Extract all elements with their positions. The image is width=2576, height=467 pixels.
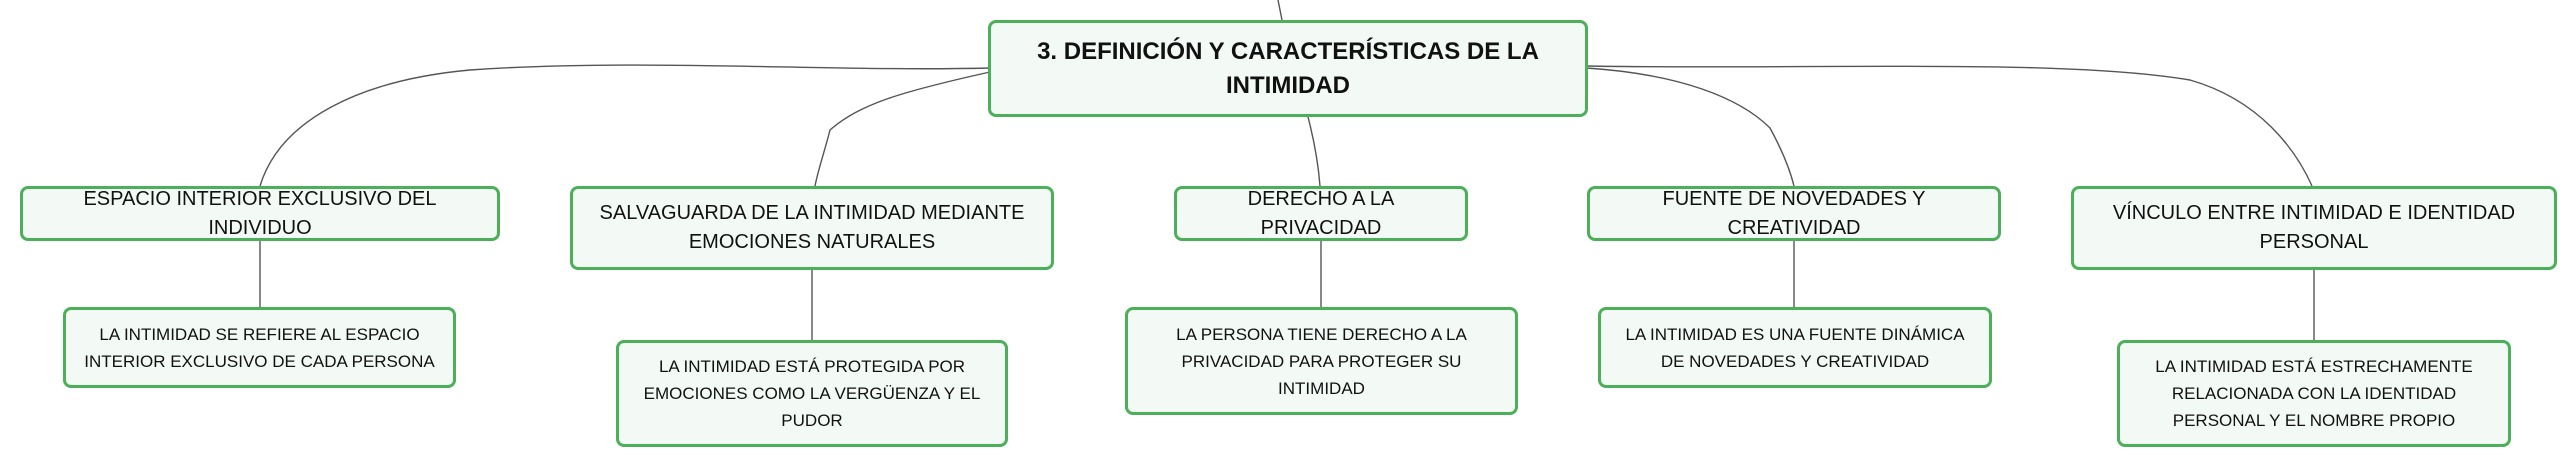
subtopic-text: LA INTIMIDAD ESTÁ PROTEGIDA POR EMOCIONE…	[643, 357, 981, 430]
root-topic-title: 3. DEFINICIÓN Y CARACTERÍSTICAS DE LA IN…	[1037, 37, 1539, 99]
topic-label: VÍNCULO ENTRE INTIMIDAD E IDENTIDAD PERS…	[2112, 202, 2516, 253]
topic-salvaguarda-intimidad[interactable]: SALVAGUARDA DE LA INTIMIDAD MEDIANTE EMO…	[570, 186, 1054, 270]
subtopic-text: LA INTIMIDAD SE REFIERE AL ESPACIO INTER…	[84, 324, 435, 371]
subtopic-derecho-privacidad[interactable]: LA PERSONA TIENE DERECHO A LA PRIVACIDAD…	[1125, 307, 1518, 415]
topic-label: SALVAGUARDA DE LA INTIMIDAD MEDIANTE EMO…	[599, 202, 1025, 253]
connector-root-branch-1	[259, 64, 991, 187]
subtopic-vinculo-identidad[interactable]: LA INTIMIDAD ESTÁ ESTRECHAMENTE RELACION…	[2117, 340, 2511, 447]
topic-fuente-novedades[interactable]: FUENTE DE NOVEDADES Y CREATIVIDAD	[1587, 186, 2001, 241]
topic-label: ESPACIO INTERIOR EXCLUSIVO DEL INDIVIDUO	[83, 187, 437, 239]
connector-root-branch-3	[1307, 116, 1321, 187]
subtopic-fuente-novedades[interactable]: LA INTIMIDAD ES UNA FUENTE DINÁMICA DE N…	[1598, 307, 1992, 388]
topic-derecho-privacidad[interactable]: DERECHO A LA PRIVACIDAD	[1174, 186, 1468, 241]
root-topic[interactable]: 3. DEFINICIÓN Y CARACTERÍSTICAS DE LA IN…	[988, 20, 1588, 117]
topic-vinculo-identidad[interactable]: VÍNCULO ENTRE INTIMIDAD E IDENTIDAD PERS…	[2071, 186, 2557, 270]
connector-root-parent	[1277, 0, 1283, 21]
connector-root-branch-5	[1585, 65, 2313, 187]
topic-espacio-interior[interactable]: ESPACIO INTERIOR EXCLUSIVO DEL INDIVIDUO	[20, 186, 500, 241]
subtopic-espacio-interior[interactable]: LA INTIMIDAD SE REFIERE AL ESPACIO INTER…	[63, 307, 456, 388]
subtopic-text: LA INTIMIDAD ES UNA FUENTE DINÁMICA DE N…	[1625, 324, 1965, 371]
subtopic-salvaguarda-intimidad[interactable]: LA INTIMIDAD ESTÁ PROTEGIDA POR EMOCIONE…	[616, 340, 1008, 447]
topic-label: FUENTE DE NOVEDADES Y CREATIVIDAD	[1662, 187, 1926, 239]
topic-label: DERECHO A LA PRIVACIDAD	[1247, 187, 1395, 239]
connector-root-branch-2	[814, 71, 991, 187]
subtopic-text: LA INTIMIDAD ESTÁ ESTRECHAMENTE RELACION…	[2155, 357, 2473, 430]
connector-root-branch-4	[1585, 67, 1795, 187]
subtopic-text: LA PERSONA TIENE DERECHO A LA PRIVACIDAD…	[1176, 324, 1467, 398]
